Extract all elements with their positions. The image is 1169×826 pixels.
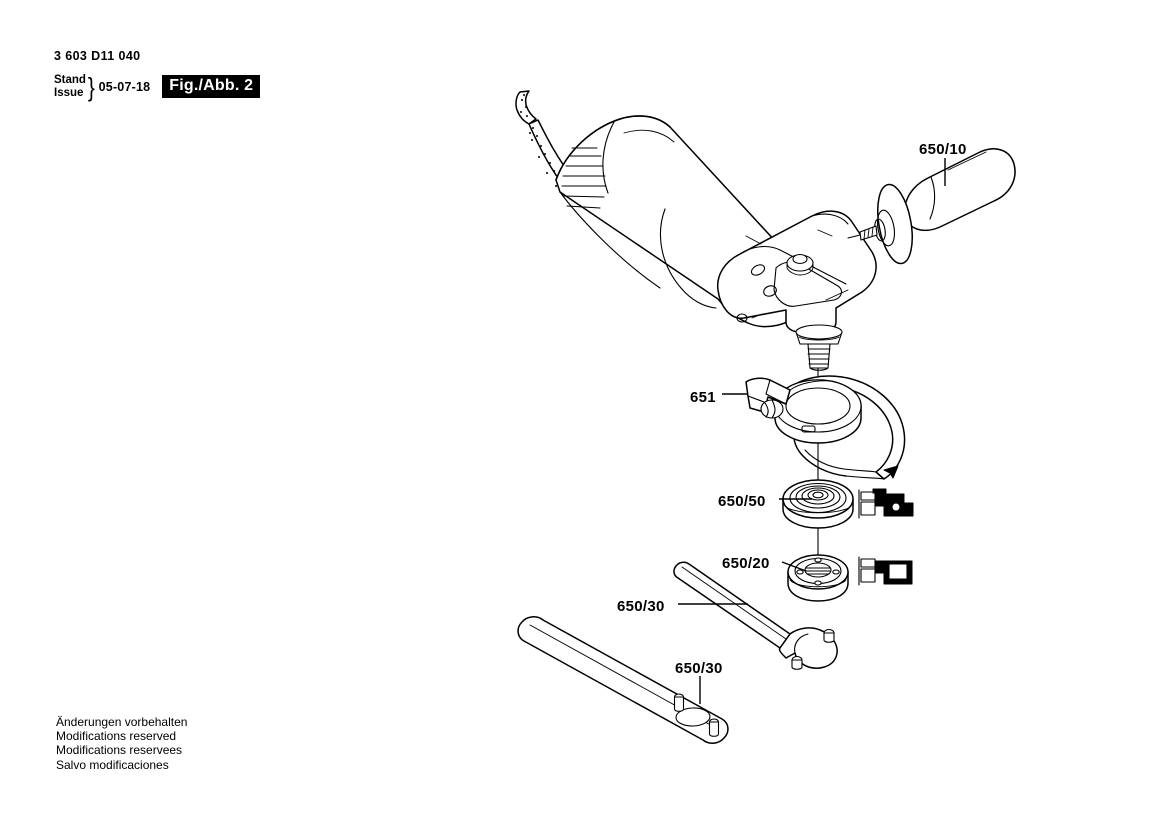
footer-line-es: Salvo modificaciones <box>56 757 169 772</box>
brace-glyph: } <box>87 71 95 102</box>
issue-label-en: Issue <box>54 86 84 99</box>
callout-650-10: 650/10 <box>919 141 967 158</box>
callout-651: 651 <box>690 389 716 406</box>
backing-flange-section <box>858 488 914 519</box>
callout-650-30-flat: 650/30 <box>675 660 723 677</box>
pin-wrench <box>673 561 838 670</box>
callout-650-30-pin: 650/30 <box>617 598 665 615</box>
clamping-nut-section <box>858 556 913 586</box>
gear-head <box>716 210 877 333</box>
leader-clamping-nut <box>781 561 807 572</box>
issue-date: 05-07-18 <box>98 79 151 94</box>
issue-labels: Stand Issue <box>54 74 86 100</box>
protective-guard <box>745 375 906 480</box>
wrench-pins <box>791 628 835 670</box>
issue-row: Stand Issue } 05-07-18 Fig./Abb. 2 <box>54 72 394 102</box>
callout-650-20: 650/20 <box>722 555 770 572</box>
callout-650-50: 650/50 <box>718 493 766 510</box>
document-footer: Änderungen vorbehalten Modifications res… <box>56 715 187 772</box>
footer-line-en: Modifications reserved <box>56 729 177 744</box>
part-number: 3 603 D11 040 <box>54 49 141 63</box>
backing-flange <box>782 465 914 529</box>
figure-badge: Fig./Abb. 2 <box>162 74 261 99</box>
side-handle <box>847 148 1016 265</box>
document-header: 3 603 D11 040 Stand Issue } 05-07-18 Fig… <box>54 50 394 102</box>
footer-line-fr: Modifications reservees <box>56 743 183 758</box>
clamping-nut <box>787 554 913 602</box>
flat-wrench-pins <box>673 693 720 737</box>
issue-label-de: Stand <box>54 73 86 86</box>
clamp-screw[interactable] <box>760 399 784 419</box>
leader-lines <box>678 158 946 704</box>
flat-wrench <box>517 616 729 744</box>
ventilation-slots <box>561 147 607 209</box>
footer-line-de: Änderungen vorbehalten <box>56 715 188 729</box>
spindle <box>795 324 843 371</box>
spindle-lock-button[interactable] <box>786 253 814 276</box>
